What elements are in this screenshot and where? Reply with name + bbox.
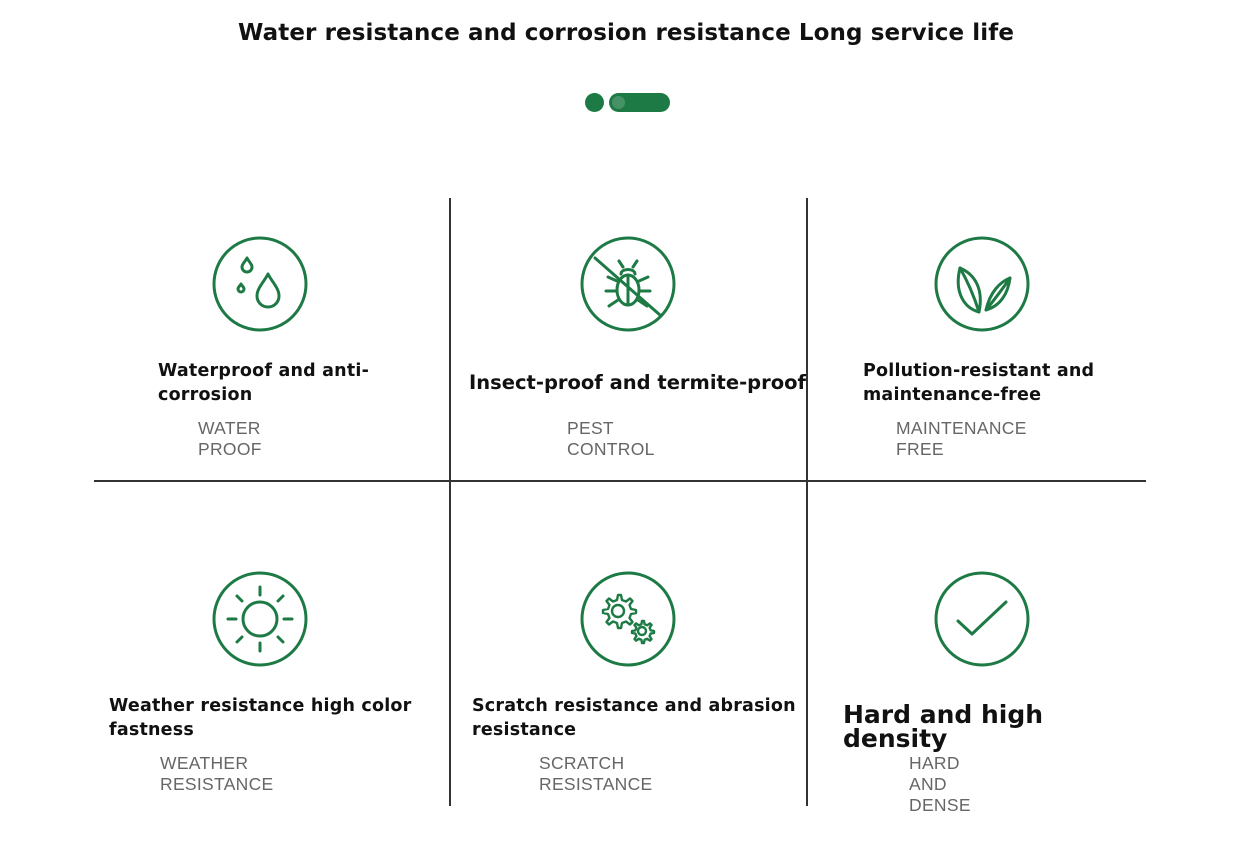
no-bug-icon — [580, 236, 676, 332]
gears-icon — [580, 571, 676, 667]
feature-name: Weather resistance high color fastness — [109, 696, 412, 740]
sun-icon — [212, 571, 308, 667]
carousel-pager — [585, 93, 675, 112]
feature-subtitle: WEATHER RESISTANCE — [160, 753, 274, 794]
feature-subtitle: WATER PROOF — [198, 418, 262, 459]
feature-subtitle: HARD AND DENSE — [909, 753, 971, 815]
feature-subtitle: PEST CONTROL — [567, 418, 655, 459]
grid-divider-vertical-2 — [806, 198, 808, 806]
checkmark-icon — [934, 571, 1030, 667]
feature-name: Insect-proof and termite-proof — [469, 371, 807, 394]
feature-name: Pollution-resistant and maintenance-free — [863, 361, 1095, 405]
water-drops-icon — [212, 236, 308, 332]
feature-name: Hard and high density — [843, 700, 1044, 753]
feature-name: Waterproof and anti- corrosion — [158, 361, 370, 405]
feature-subtitle: MAINTENANCE FREE — [896, 418, 1027, 459]
pager-dot-active[interactable] — [609, 93, 670, 112]
leaves-icon — [934, 236, 1030, 332]
grid-divider-vertical-1 — [449, 198, 451, 806]
page-title: Water resistance and corrosion resistanc… — [237, 20, 1015, 46]
pager-dot-inactive[interactable] — [585, 93, 604, 112]
feature-name: Scratch resistance and abrasion resistan… — [472, 696, 796, 740]
feature-subtitle: SCRATCH RESISTANCE — [539, 753, 653, 794]
grid-divider-horizontal — [94, 480, 1146, 482]
